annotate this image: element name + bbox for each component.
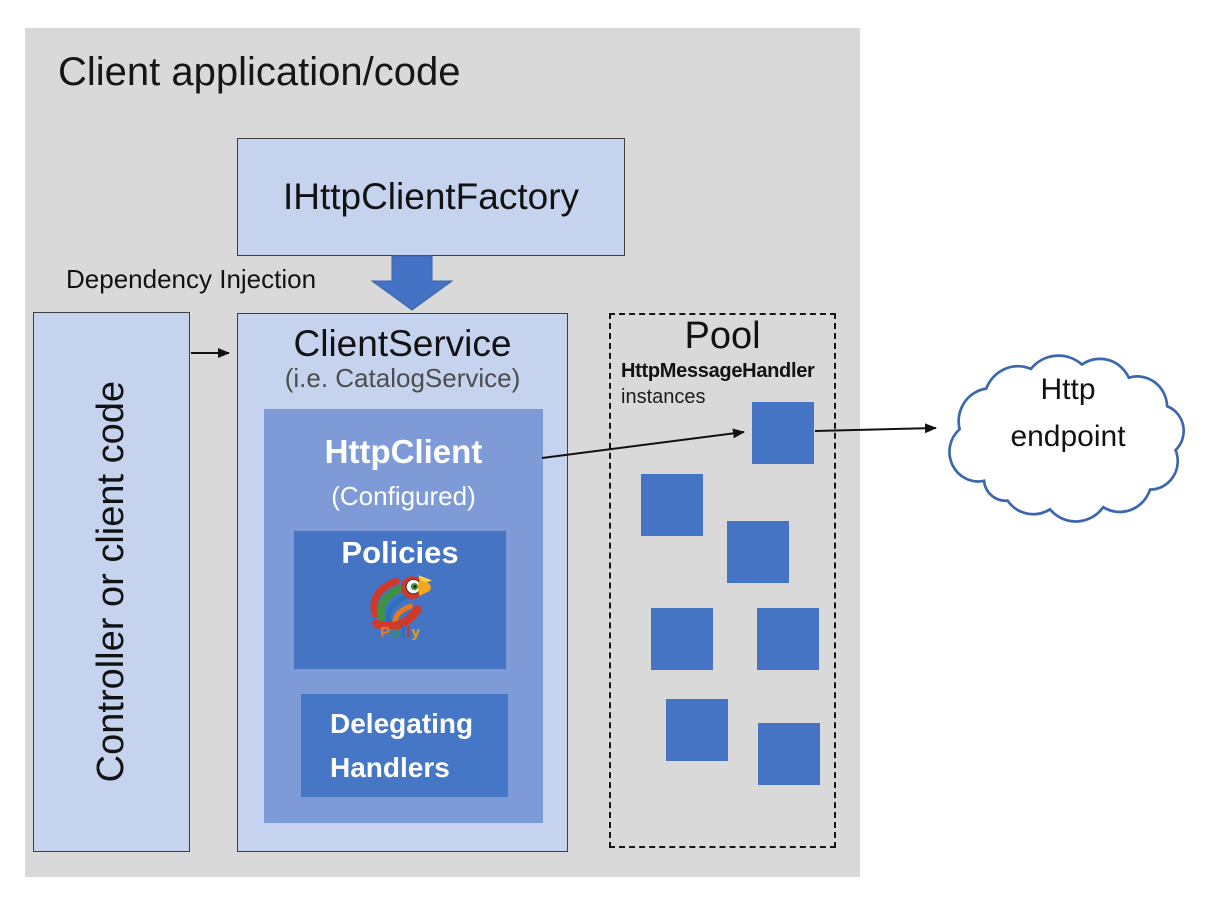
clientservice-title: ClientService [293,323,512,364]
handler-square [666,699,728,761]
delegating-handlers-line1: Delegating [330,708,474,740]
controller-box: Controller or client code [33,312,190,852]
pool-title: Pool [684,315,761,357]
handler-square [757,608,819,670]
clientservice-subtitle: (i.e. CatalogService) [284,362,521,393]
polly-letter: y [411,624,420,641]
polly-logo-icon: P o l l y [294,571,506,640]
dependency-injection-label: Dependency Injection [66,264,317,294]
polly-letter: o [391,624,401,641]
delegating-handlers-line2: Handlers [330,751,450,783]
http-endpoint-cloud [948,354,1185,523]
handler-square [641,474,703,536]
pool-box: Pool HttpMessageHandler instances [609,313,836,848]
httpclient-subtitle: (Configured) [331,481,476,511]
httpclient-box: HttpClient (Configured) Policies [264,409,543,823]
polly-letter: P [380,624,391,641]
policies-box: Policies [294,531,506,669]
delegating-handlers-box: Delegating Handlers [301,694,508,797]
handler-square [727,521,789,583]
http-endpoint-line2: endpoint [1010,420,1126,453]
clientservice-box: ClientService (i.e. CatalogService) Http… [237,313,568,852]
policies-title: Policies [341,535,459,570]
polly-letter: l [406,624,411,641]
controller-label: Controller or client code [90,381,132,783]
polly-wordmark: P o l l y [380,625,420,640]
ihttpclientfactory-label: IHttpClientFactory [282,176,580,217]
http-endpoint-line1: Http [1040,373,1096,406]
polly-parrot-icon [370,575,432,629]
ihttpclientfactory-box: IHttpClientFactory [237,138,625,256]
client-application-title: Client application/code [58,50,461,94]
handler-square [651,608,713,670]
pool-handler-type-label: HttpMessageHandler [621,360,815,382]
pool-instances-label: instances [621,386,706,408]
http-endpoint-label: Http endpoint [948,366,1188,460]
handler-square [758,723,820,785]
polly-letter: l [401,624,406,641]
handler-square [752,402,814,464]
httpclient-title: HttpClient [324,433,483,470]
